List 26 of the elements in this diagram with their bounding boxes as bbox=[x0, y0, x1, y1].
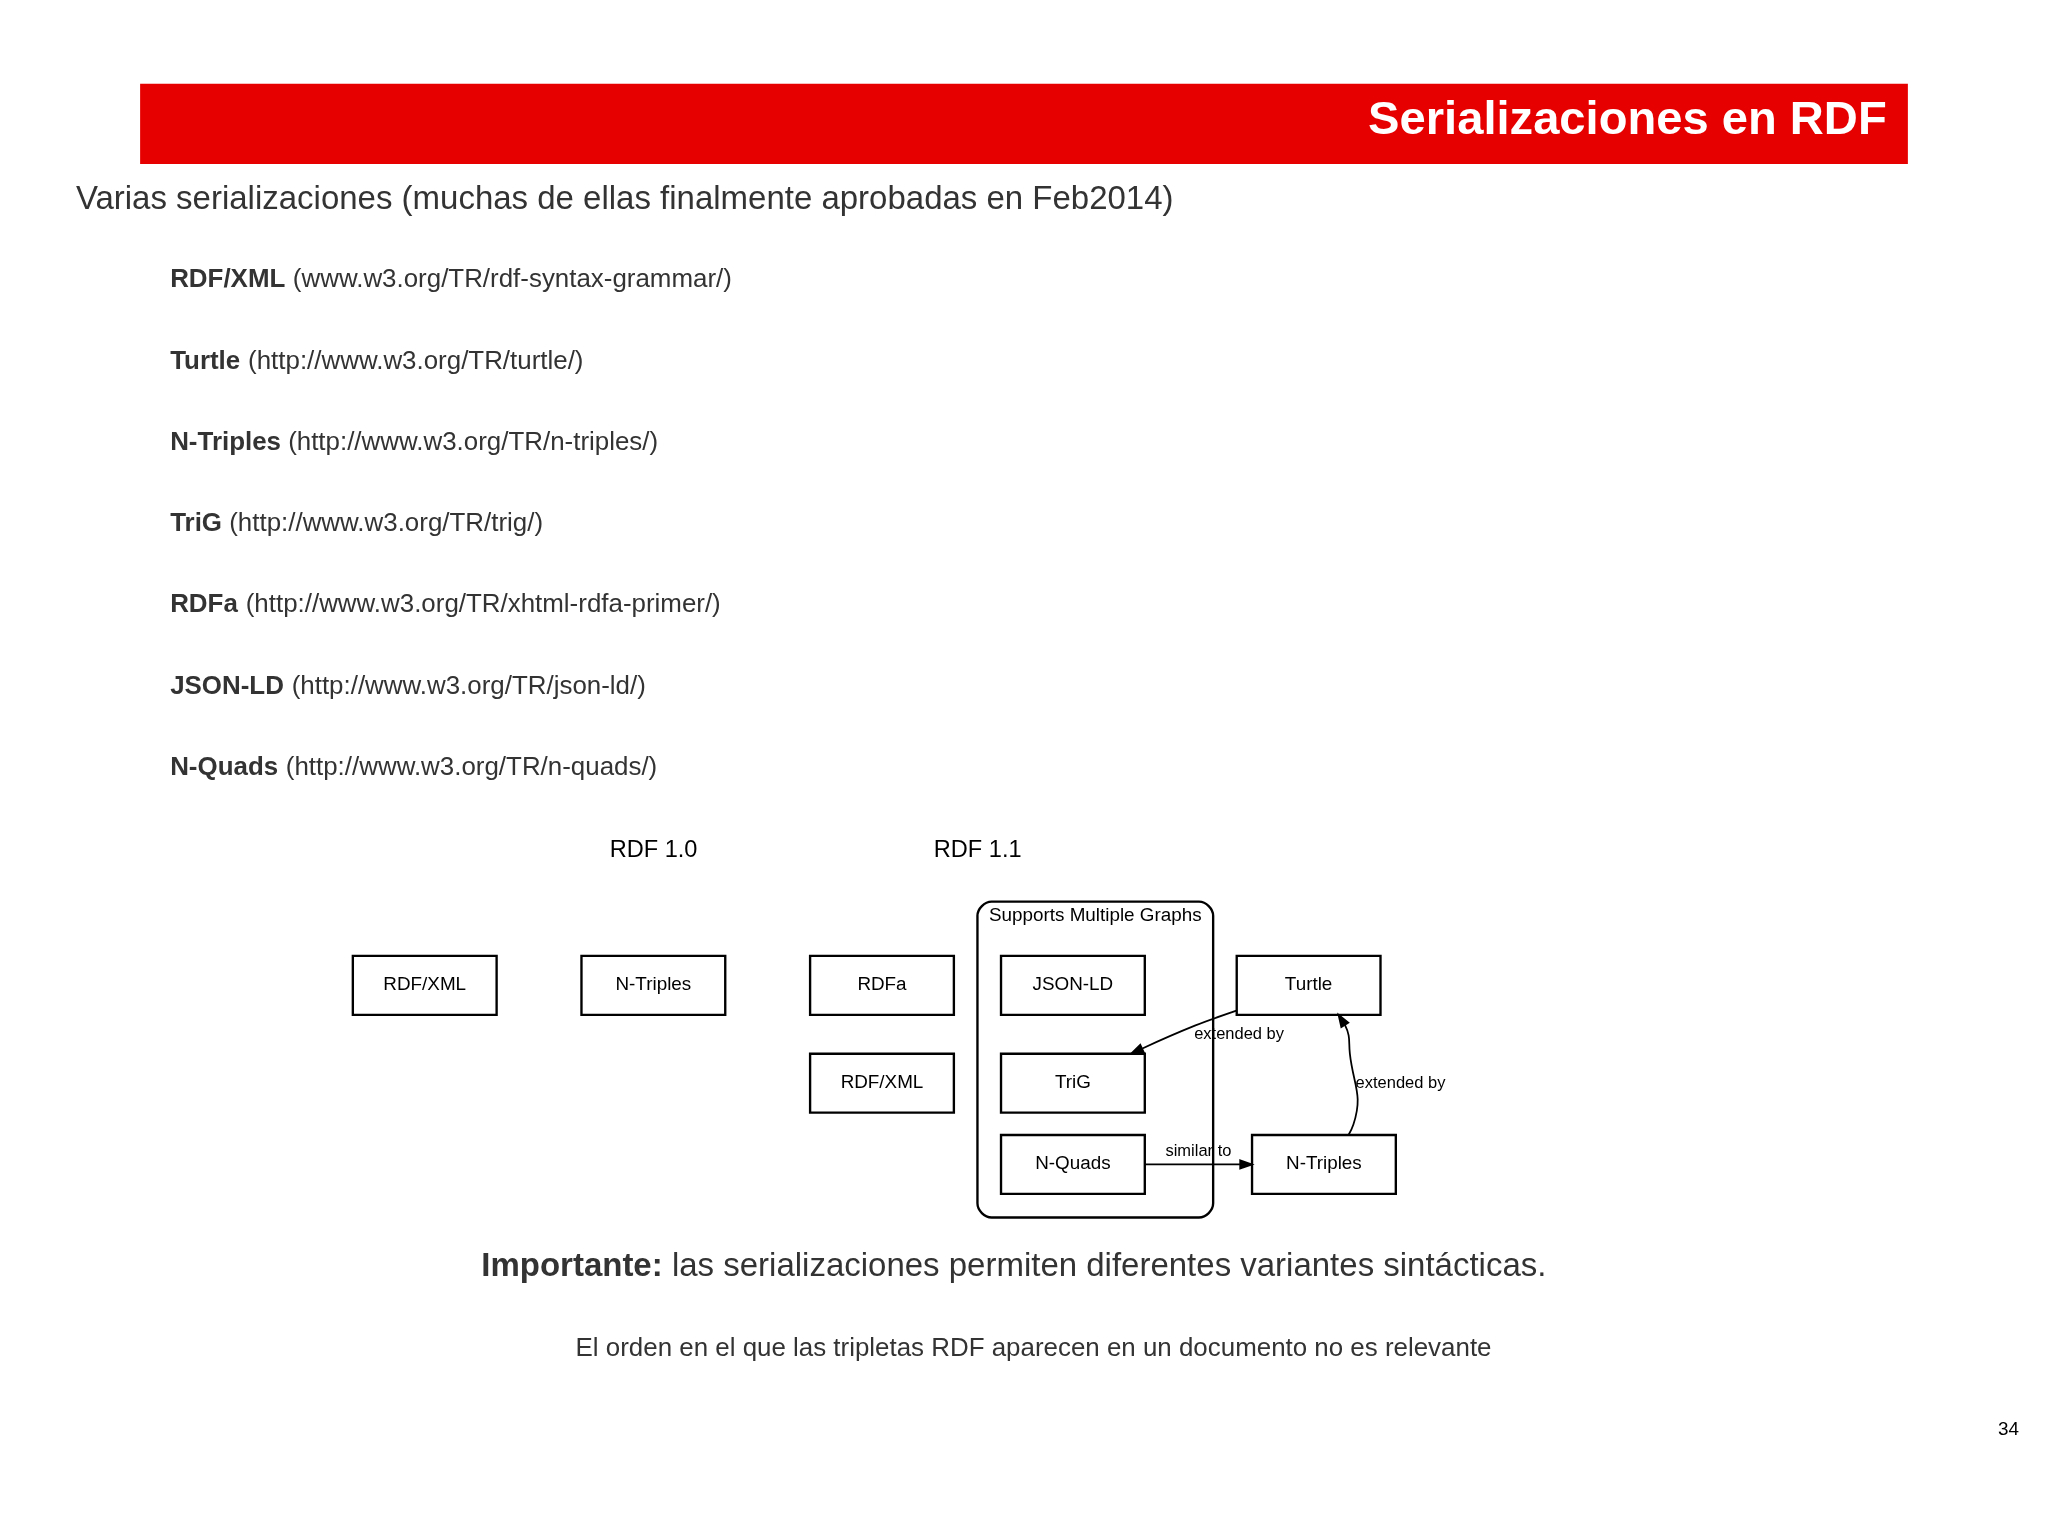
label: RDF 1.0 bbox=[609, 835, 698, 862]
node-box: TriG bbox=[999, 1052, 1146, 1114]
node-box: Turtle bbox=[1235, 954, 1382, 1016]
label: TriG (http://www.w3.org/TR/trig/) bbox=[170, 507, 544, 536]
node-box: RDF/XML bbox=[808, 1052, 956, 1114]
label: RDF 1.1 bbox=[933, 835, 1022, 862]
label: N-Triples (http://www.w3.org/TR/n-triples/) bbox=[170, 426, 659, 455]
label: RDFa (http://www.w3.org/TR/xhtml-rdfa-primer/) bbox=[170, 588, 721, 617]
arrow bbox=[1337, 1012, 1359, 1136]
label: RDF/XML (www.w3.org/TR/rdf-syntax-grammar/) bbox=[170, 263, 732, 292]
node-box: N-Quads bbox=[999, 1133, 1146, 1195]
label: Turtle (http://www.w3.org/TR/turtle/) bbox=[170, 345, 584, 374]
node-box: RDF/XML bbox=[351, 954, 498, 1016]
node-box: N-Triples bbox=[1250, 1133, 1397, 1195]
label: El orden en el que las tripletas RDF aparecen en un documento no es relevante bbox=[575, 1332, 1492, 1361]
label: Importante: las serializaciones permiten diferentes variantes sintácticas. bbox=[481, 1245, 1547, 1283]
label: N-Quads (http://www.w3.org/TR/n-quads/) bbox=[170, 751, 658, 780]
node-box: N-Triples bbox=[580, 954, 727, 1016]
label: Varias serializaciones (muchas de ellas finalmente aprobadas en Feb2014) bbox=[75, 178, 1174, 216]
label: 34 bbox=[1998, 1417, 2020, 1439]
label: JSON-LD (http://www.w3.org/TR/json-ld/) bbox=[170, 670, 646, 699]
node-box: JSON-LD bbox=[999, 954, 1146, 1016]
diagram-title: Serializaciones en RDF bbox=[1368, 90, 1887, 144]
arrow bbox=[1143, 1158, 1255, 1170]
edge-label: extended by bbox=[1355, 1072, 1446, 1091]
node-box: RDFa bbox=[808, 954, 956, 1016]
